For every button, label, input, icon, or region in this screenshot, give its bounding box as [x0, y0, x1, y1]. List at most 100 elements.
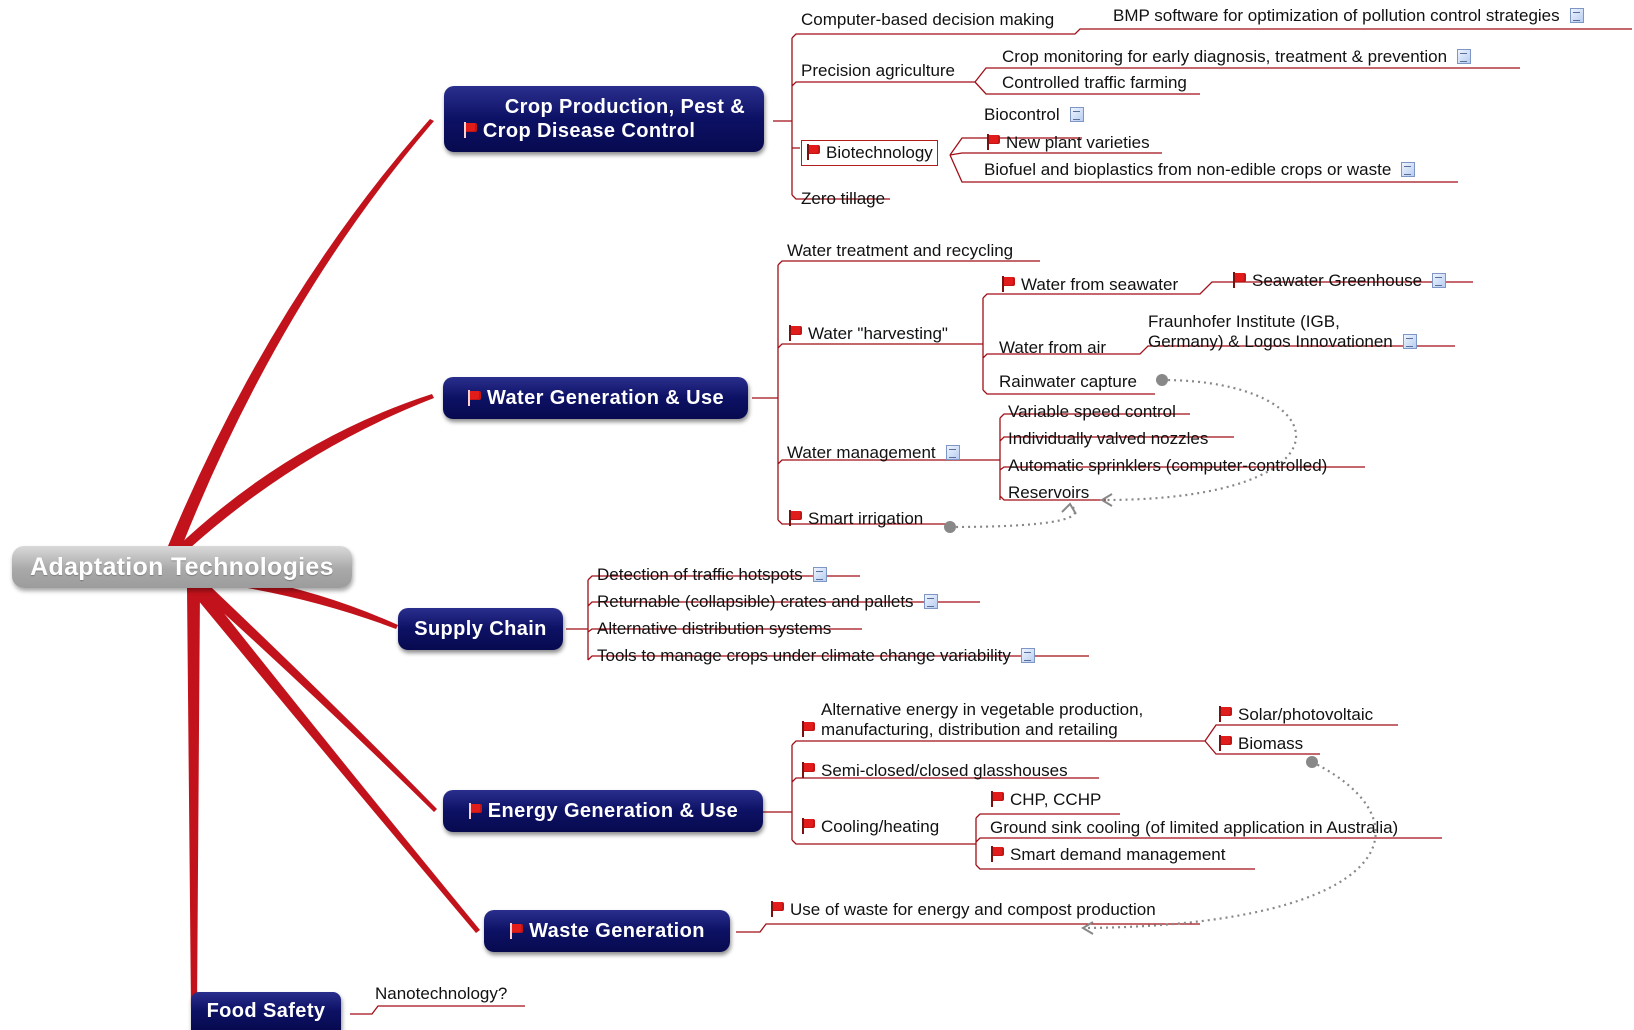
- endpoint-smart-irrigation: [944, 521, 956, 533]
- node-fraunhofer-line2: Germany) & Logos Innovationen: [1148, 332, 1393, 351]
- flag-icon: [990, 846, 1004, 862]
- node-computer-decision[interactable]: Computer-based decision making: [801, 10, 1055, 29]
- crop-connectors: [773, 28, 1632, 200]
- node-precision-agriculture[interactable]: Precision agriculture: [801, 61, 956, 80]
- topic-energy-label: Energy Generation & Use: [487, 800, 739, 822]
- node-valved-nozzles[interactable]: Individually valved nozzles: [1008, 429, 1209, 448]
- node-biofuel[interactable]: Biofuel and bioplastics from non-edible …: [984, 160, 1416, 180]
- node-chp-cchp[interactable]: CHP, CCHP: [990, 790, 1101, 810]
- node-biocontrol[interactable]: Biocontrol: [984, 105, 1084, 125]
- connectors: [350, 28, 1632, 1015]
- node-variable-speed[interactable]: Variable speed control: [1008, 402, 1176, 421]
- node-water-management[interactable]: Water management: [787, 443, 960, 463]
- note-icon: [1401, 162, 1416, 177]
- branch-waste: [188, 588, 480, 933]
- flag-icon: [463, 122, 477, 138]
- topic-food-safety[interactable]: Food Safety: [191, 992, 341, 1030]
- endpoint-biomass: [1306, 756, 1318, 768]
- topic-energy[interactable]: Energy Generation & Use: [443, 790, 763, 832]
- node-alternative-energy-text: Alternative energy in vegetable producti…: [821, 700, 1143, 740]
- branch-energy: [196, 588, 437, 812]
- note-icon: [1432, 273, 1447, 288]
- flag-icon: [1218, 735, 1232, 751]
- node-fraunhofer-line1: Fraunhofer Institute (IGB,: [1148, 312, 1340, 331]
- node-water-from-air[interactable]: Water from air: [999, 338, 1107, 357]
- node-water-harvesting[interactable]: Water "harvesting": [788, 324, 948, 344]
- food-connectors: [350, 1005, 525, 1015]
- node-tools-climate[interactable]: Tools to manage crops under climate chan…: [597, 646, 1035, 666]
- water-connectors: [752, 260, 1473, 525]
- endpoint-rainwater: [1156, 374, 1168, 386]
- node-solar-label: Solar/photovoltaic: [1238, 705, 1374, 724]
- flag-icon: [468, 803, 482, 819]
- node-glasshouses[interactable]: Semi-closed/closed glasshouses: [801, 761, 1068, 781]
- node-nanotechnology[interactable]: Nanotechnology?: [375, 984, 508, 1003]
- node-biomass-label: Biomass: [1238, 734, 1304, 753]
- flag-icon: [801, 818, 815, 834]
- node-zero-tillage[interactable]: Zero tillage: [801, 189, 886, 208]
- node-cooling-label: Cooling/heating: [821, 817, 940, 836]
- node-seawater-greenhouse[interactable]: Seawater Greenhouse: [1232, 271, 1447, 291]
- relation-biomass-waste: [1084, 761, 1377, 930]
- note-icon: [812, 567, 827, 582]
- node-waste-energy[interactable]: Use of waste for energy and compost prod…: [770, 900, 1156, 920]
- node-traffic-hotspots-label: Detection of traffic hotspots: [597, 565, 803, 584]
- relation-endpoints: [944, 374, 1318, 768]
- root-topic[interactable]: Adaptation Technologies: [12, 546, 352, 588]
- topic-crop-line1: Crop Production, Pest &: [504, 96, 746, 118]
- topic-supply-chain[interactable]: Supply Chain: [398, 608, 563, 650]
- supply-connectors: [566, 575, 1089, 661]
- flag-icon: [801, 762, 815, 778]
- flag-icon: [467, 390, 481, 406]
- node-chp-label: CHP, CCHP: [1010, 790, 1102, 809]
- topic-crop-production[interactable]: Crop Production, Pest & Crop Disease Con…: [444, 86, 764, 152]
- node-biomass[interactable]: Biomass: [1218, 734, 1303, 754]
- node-water-treatment[interactable]: Water treatment and recycling: [787, 241, 1014, 260]
- node-rainwater-capture[interactable]: Rainwater capture: [999, 372, 1137, 391]
- flag-icon: [509, 923, 524, 939]
- main-branches: [168, 119, 480, 1010]
- flag-icon: [788, 325, 802, 341]
- node-ground-sink[interactable]: Ground sink cooling (of limited applicat…: [990, 818, 1399, 837]
- node-crop-monitoring[interactable]: Crop monitoring for early diagnosis, tre…: [1002, 47, 1472, 67]
- node-alternative-energy[interactable]: Alternative energy in vegetable producti…: [801, 700, 1201, 740]
- node-controlled-traffic[interactable]: Controlled traffic farming: [1002, 73, 1187, 92]
- node-automatic-sprinklers[interactable]: Automatic sprinklers (computer-controlle…: [1008, 456, 1328, 475]
- note-icon: [1457, 49, 1472, 64]
- arrowhead-reservoirs-b: [1061, 502, 1077, 515]
- node-reservoirs[interactable]: Reservoirs: [1008, 483, 1090, 502]
- node-biocontrol-label: Biocontrol: [984, 105, 1060, 124]
- node-biotechnology[interactable]: Biotechnology: [801, 140, 938, 166]
- topic-water-label: Water Generation & Use: [486, 387, 724, 409]
- node-smart-irrigation[interactable]: Smart irrigation: [788, 509, 923, 529]
- flag-icon: [1218, 706, 1232, 722]
- node-water-from-seawater[interactable]: Water from seawater: [1001, 275, 1178, 295]
- node-biofuel-label: Biofuel and bioplastics from non-edible …: [984, 160, 1392, 179]
- note-icon: [1569, 8, 1584, 23]
- branch-water: [176, 394, 434, 548]
- node-new-plant-varieties[interactable]: New plant varieties: [986, 133, 1150, 153]
- topic-food-label: Food Safety: [206, 1000, 326, 1022]
- note-icon: [1069, 107, 1084, 122]
- node-returnable-crates[interactable]: Returnable (collapsible) crates and pall…: [597, 592, 938, 612]
- node-alternative-distribution[interactable]: Alternative distribution systems: [597, 619, 832, 638]
- node-cooling-heating[interactable]: Cooling/heating: [801, 817, 939, 837]
- flag-icon: [986, 134, 1000, 150]
- node-smart-demand[interactable]: Smart demand management: [990, 845, 1225, 865]
- flag-icon: [770, 901, 784, 917]
- node-bmp-software[interactable]: BMP software for optimization of polluti…: [1113, 6, 1584, 26]
- node-traffic-hotspots[interactable]: Detection of traffic hotspots: [597, 565, 827, 585]
- relation-arrowheads: [1061, 493, 1113, 935]
- node-fraunhofer[interactable]: Fraunhofer Institute (IGB, Germany) & Lo…: [1148, 312, 1448, 352]
- topic-waste[interactable]: Waste Generation: [484, 910, 730, 952]
- node-solar-photovoltaic[interactable]: Solar/photovoltaic: [1218, 705, 1373, 725]
- node-fraunhofer-line2-row: Germany) & Logos Innovationen: [1148, 332, 1448, 352]
- energy-connectors: [763, 724, 1442, 870]
- note-icon: [1020, 648, 1035, 663]
- flag-icon: [990, 791, 1004, 807]
- topic-waste-label: Waste Generation: [529, 920, 705, 942]
- topic-water[interactable]: Water Generation & Use: [443, 377, 748, 419]
- node-new-plant-label: New plant varieties: [1006, 133, 1150, 152]
